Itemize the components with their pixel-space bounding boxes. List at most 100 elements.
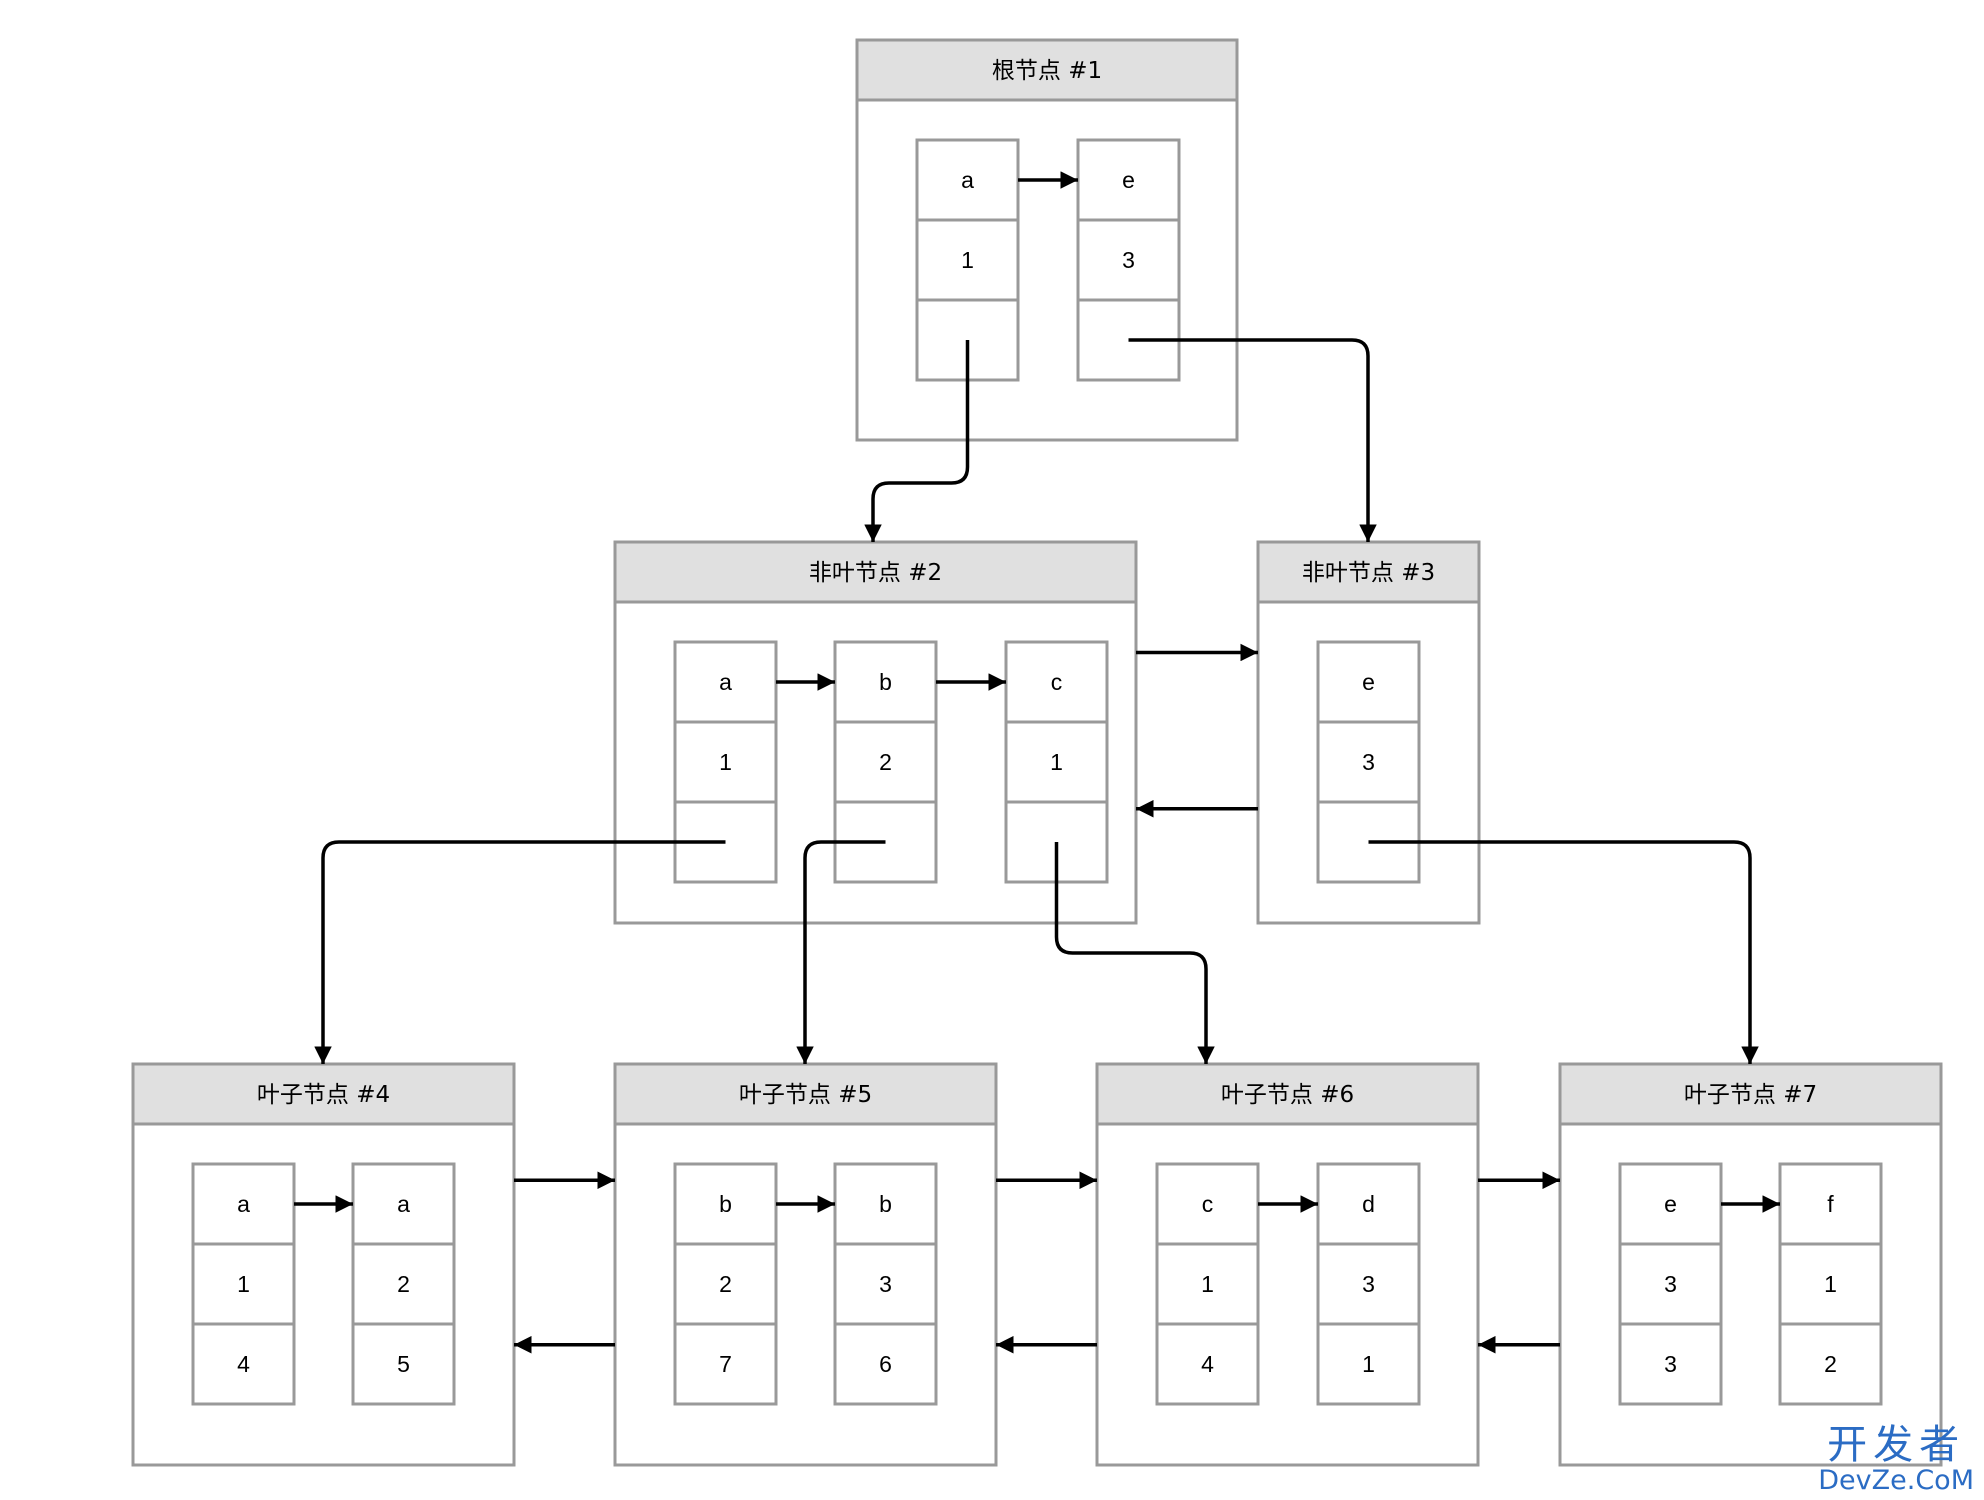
entry: a1 [915,138,1020,382]
node-header [1558,1062,1943,1126]
entry: b 3 6 [833,1162,938,1406]
entry-key: f [1827,1191,1834,1217]
child-pointer-arrow [796,840,886,1064]
entry-key: c [1051,669,1063,695]
entry-key: a [719,669,732,695]
entry-value: 1 [1050,749,1063,775]
entry: a 2 5 [351,1162,456,1406]
entry-value: 1 [237,1271,250,1297]
child-pointer-arrow [1128,338,1377,542]
node-title: 叶子节点 #5 [739,1082,872,1108]
entry-key-cell [1004,640,1109,724]
entry-ptr-cell [1618,1322,1723,1406]
entry-key-cell [191,1162,296,1246]
node-leaf4: 叶子节点 #4 a 1 4 a 2 5 [131,1062,516,1467]
entry-value: 1 [719,749,732,775]
entry-value-cell [351,1242,456,1326]
node-header [1256,540,1481,604]
entry-ptr-cell [351,1322,456,1406]
entry: e3 [1076,138,1181,382]
entry: b2 [833,640,938,884]
child-pointer-arrow [1054,842,1215,1064]
entry-ptr: 3 [1664,1351,1677,1377]
entry-ptr: 5 [397,1351,410,1377]
node-header [131,1062,516,1126]
entry-value: 2 [879,749,892,775]
entry-ptr: 2 [1824,1351,1837,1377]
entry-key-cell [1155,1162,1260,1246]
entry-key: e [1664,1191,1677,1217]
entry-key: e [1362,669,1375,695]
entry-value-cell [1155,1242,1260,1326]
entry-ptr: 7 [719,1351,732,1377]
entry-value: 3 [1362,749,1375,775]
entry-ptr: 4 [237,1351,250,1377]
node-title: 叶子节点 #7 [1684,1082,1817,1108]
node-header [613,540,1138,604]
entry-key: e [1122,167,1135,193]
entry-key: a [397,1191,410,1217]
entry-key: b [879,1191,892,1217]
entry-key-cell [833,1162,938,1246]
entry-value: 1 [961,247,974,273]
child-pointer-arrow [864,340,970,542]
child-pointer-arrow [1368,840,1759,1064]
entry-value: 3 [1664,1271,1677,1297]
entry-key: c [1202,1191,1214,1217]
node-nonleaf3: 非叶节点 #3e3 [1256,540,1481,925]
entry: e3 [1316,640,1421,884]
entry-ptr: 4 [1201,1351,1214,1377]
entry-value: 2 [397,1271,410,1297]
entry: f 1 2 [1778,1162,1883,1406]
entry: c 1 4 [1155,1162,1260,1406]
node-leaf6: 叶子节点 #6 c 1 4 d31 [1095,1062,1480,1467]
entry: b 2 7 [673,1162,778,1406]
watermark-chinese: 开发者 [1827,1422,1966,1468]
entry-key-cell [673,1162,778,1246]
entry-value: 1 [1201,1271,1214,1297]
entry-key-cell [1076,138,1181,222]
entry-key: b [879,669,892,695]
entry-value-cell [1004,720,1109,804]
entry-value-cell [833,1242,938,1326]
entry-key: b [719,1191,732,1217]
entry: a 1 4 [191,1162,296,1406]
entry-value-cell [1316,1242,1421,1326]
node-title: 叶子节点 #6 [1221,1082,1354,1108]
child-pointer-arrow [314,840,726,1064]
entry-ptr-cell [1316,1322,1421,1406]
entry-ptr: 6 [879,1351,892,1377]
node-title: 非叶节点 #2 [809,560,942,586]
entry-value-cell [191,1242,296,1326]
entry-value-cell [915,218,1020,302]
node-title: 根节点 #1 [992,58,1102,84]
entry-ptr-cell [673,1322,778,1406]
node-leaf5: 叶子节点 #5 b 2 7 b 3 6 [613,1062,998,1467]
entry-value-cell [1316,720,1421,804]
node-header [613,1062,998,1126]
entry-key: d [1362,1191,1375,1217]
entry-ptr-cell [1155,1322,1260,1406]
entry-value: 1 [1824,1271,1837,1297]
entry-value: 3 [879,1271,892,1297]
node-leaf7: 叶子节点 #7 e 3 3 f 1 2 [1558,1062,1943,1467]
entry-ptr-cell [833,1322,938,1406]
entry: e 3 3 [1618,1162,1723,1406]
entry-ptr: 1 [1362,1351,1375,1377]
entry-ptr-cell [1778,1322,1883,1406]
entry-value-cell [833,720,938,804]
entry-key: a [961,167,974,193]
entry-value: 2 [719,1271,732,1297]
entry-value-cell [1618,1242,1723,1326]
node-title: 非叶节点 #3 [1302,560,1435,586]
watermark: 开发者 DevZe.CoM [1818,1424,1974,1496]
node-header [855,38,1239,102]
node-title: 叶子节点 #4 [257,1082,390,1108]
entry-ptr-cell [191,1322,296,1406]
entry: d31 [1316,1162,1421,1406]
entry-key: a [237,1191,250,1217]
entry: a1 [673,640,778,884]
entry-key-cell [673,640,778,724]
